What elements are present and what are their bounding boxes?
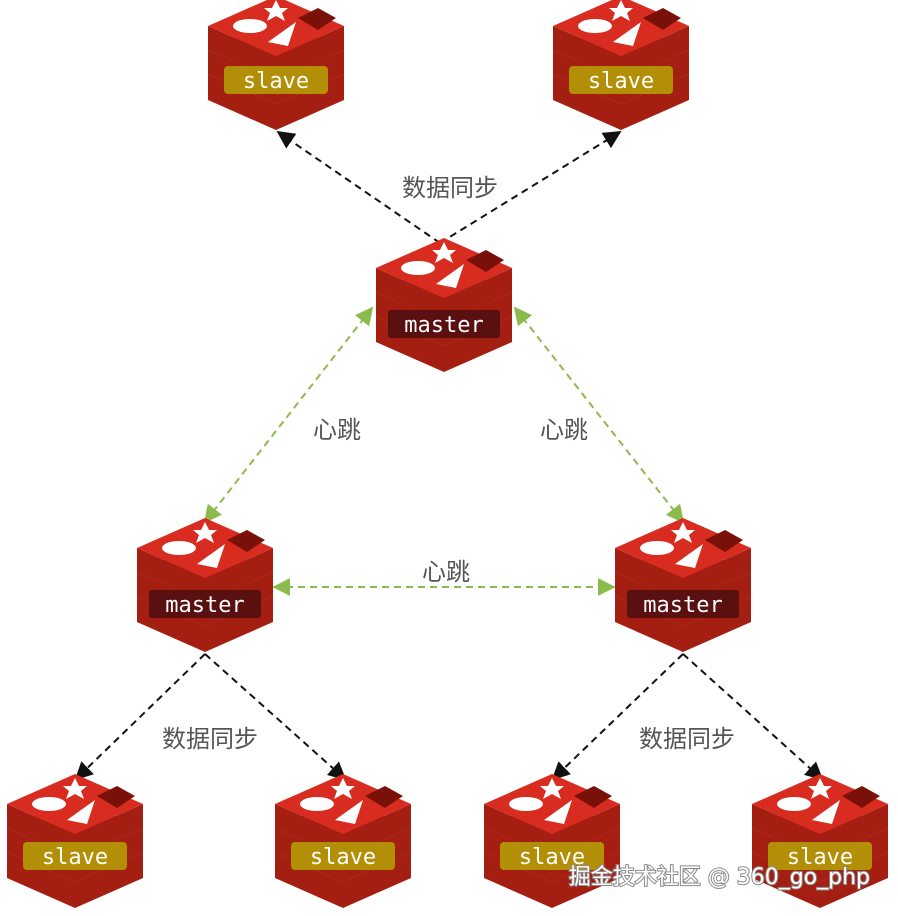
- redis-node-slave-bottom-3: slave: [484, 774, 620, 908]
- sync-arrow-to-bottom-2: [204, 653, 347, 781]
- redis-node-slave-top-right: slave: [553, 0, 689, 130]
- redis-node-master-right: master: [615, 518, 751, 652]
- node-label: slave: [310, 845, 376, 870]
- redis-node-slave-top-left: slave: [208, 0, 344, 130]
- node-label: master: [643, 593, 722, 618]
- redis-logo-icon: [275, 774, 411, 908]
- sync-arrow-to-bottom-3: [551, 653, 684, 781]
- redis-logo-icon: [615, 518, 751, 652]
- sync-label-bottom-right: 数据同步: [639, 725, 735, 753]
- heartbeat-arrow-top-right: [513, 306, 685, 524]
- redis-logo-icon: [137, 518, 273, 652]
- sync-label-top: 数据同步: [402, 174, 498, 202]
- node-label: slave: [588, 69, 654, 94]
- watermark: 掘金技术社区 @ 360_go_php: [569, 865, 870, 890]
- node-label: slave: [243, 69, 309, 94]
- redis-node-slave-bottom-2: slave: [275, 774, 411, 908]
- sync-arrow-to-top-left: [276, 130, 441, 244]
- node-label: slave: [787, 845, 853, 870]
- sync-arrow-to-bottom-4: [682, 653, 824, 781]
- sync-arrow-to-bottom-1: [74, 653, 206, 781]
- redis-node-slave-bottom-1: slave: [7, 774, 143, 908]
- sync-label-bottom-left: 数据同步: [162, 725, 258, 753]
- node-label: master: [165, 593, 244, 618]
- heartbeat-edges: [203, 306, 685, 596]
- sync-edges: [74, 130, 824, 781]
- redis-logo-icon: [376, 238, 512, 372]
- heartbeat-label-right: 心跳: [540, 416, 588, 444]
- heartbeat-label-middle: 心跳: [422, 558, 470, 586]
- redis-logo-icon: [553, 0, 689, 130]
- redis-logo-icon: [208, 0, 344, 130]
- redis-node-master-left: master: [137, 518, 273, 652]
- redis-node-slave-bottom-4: slave: [752, 774, 888, 908]
- redis-node-master-top: master: [376, 238, 512, 372]
- heartbeat-arrow-top-left: [203, 306, 374, 524]
- edge-labels: 数据同步 心跳 心跳 心跳 数据同步 数据同步: [162, 174, 735, 753]
- redis-logo-icon: [7, 774, 143, 908]
- node-label: master: [404, 313, 483, 338]
- node-label: slave: [42, 845, 108, 870]
- heartbeat-label-left: 心跳: [313, 416, 361, 444]
- node-label: slave: [519, 845, 585, 870]
